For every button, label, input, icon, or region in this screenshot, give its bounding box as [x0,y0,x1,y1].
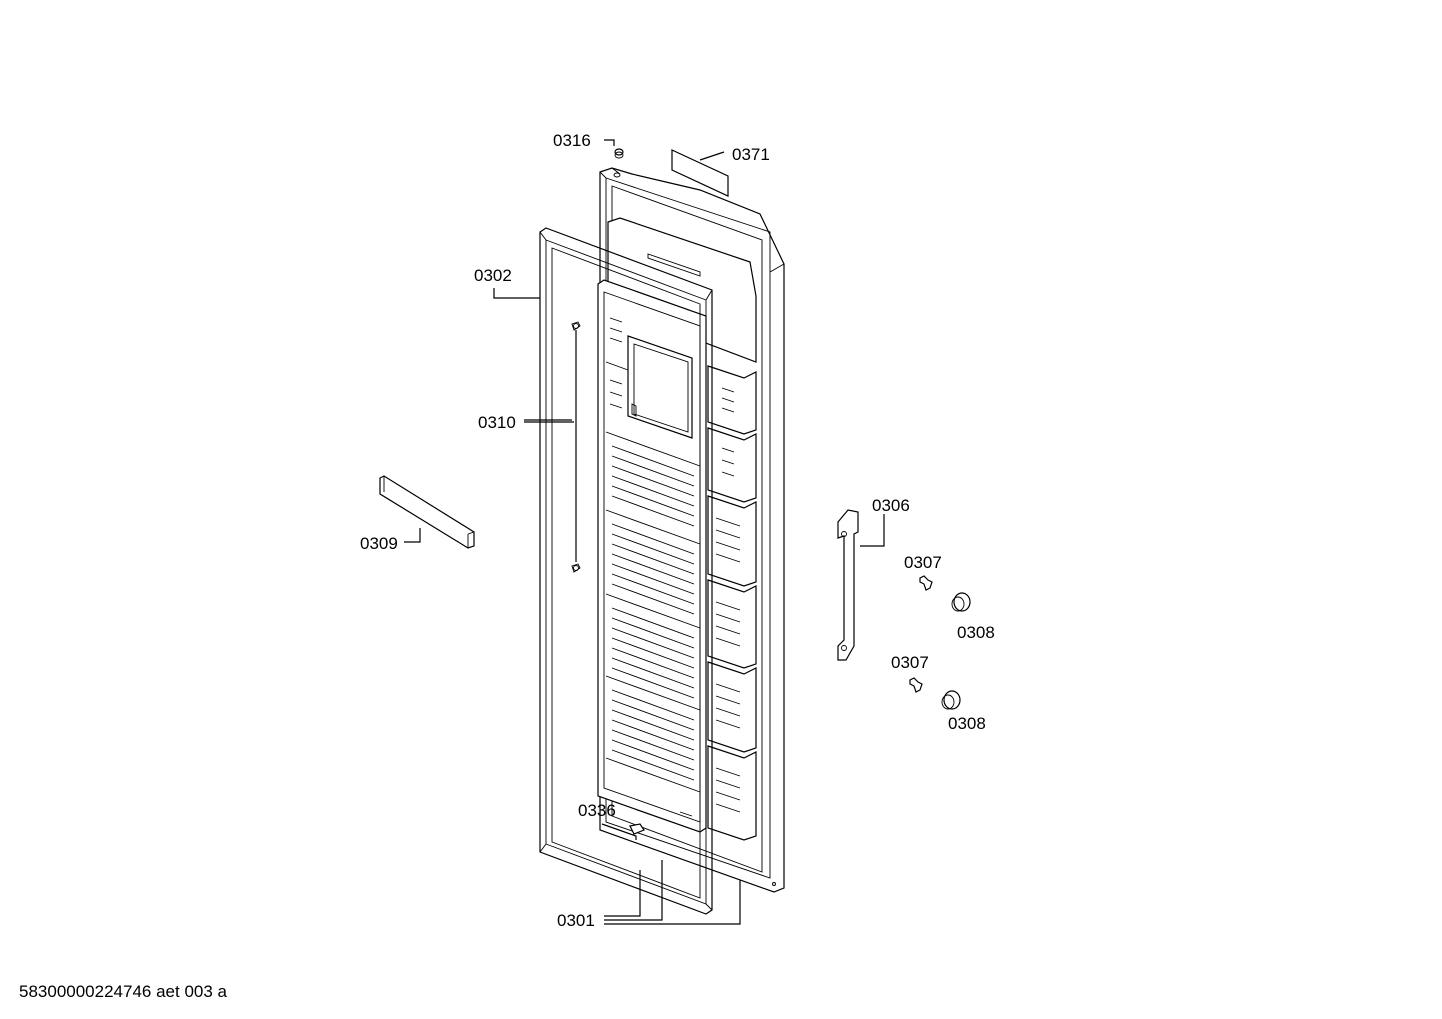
diagram-code: 58300000224746 aet 003 a [19,982,228,1001]
label-0309: 0309 [360,534,398,553]
leader-lines [404,139,885,925]
label-0310: 0310 [478,413,516,432]
cap-upper [951,592,971,612]
label-0336: 0336 [578,801,616,820]
hinge-pins [571,321,581,573]
label-0307-upper: 0307 [904,553,942,572]
small-clip [629,823,645,835]
label-0308-upper: 0308 [957,623,995,642]
plug-cap [614,148,624,159]
trim-strip [379,475,475,549]
label-0371: 0371 [732,145,770,164]
label-0302: 0302 [474,266,512,285]
door-gasket [539,227,713,915]
label-0308-lower: 0308 [948,714,986,733]
door-handle [837,509,859,661]
top-cover-strip [671,149,729,197]
label-0316: 0316 [553,131,591,150]
cap-lower [941,690,961,710]
part-labels: 0316 0371 0302 0310 0309 0306 0307 0308 … [360,131,995,930]
inner-door-frame [597,279,707,833]
label-0307-lower: 0307 [891,653,929,672]
label-0301: 0301 [557,911,595,930]
screw-upper [919,575,933,591]
screw-lower [909,677,923,693]
label-0306: 0306 [872,496,910,515]
